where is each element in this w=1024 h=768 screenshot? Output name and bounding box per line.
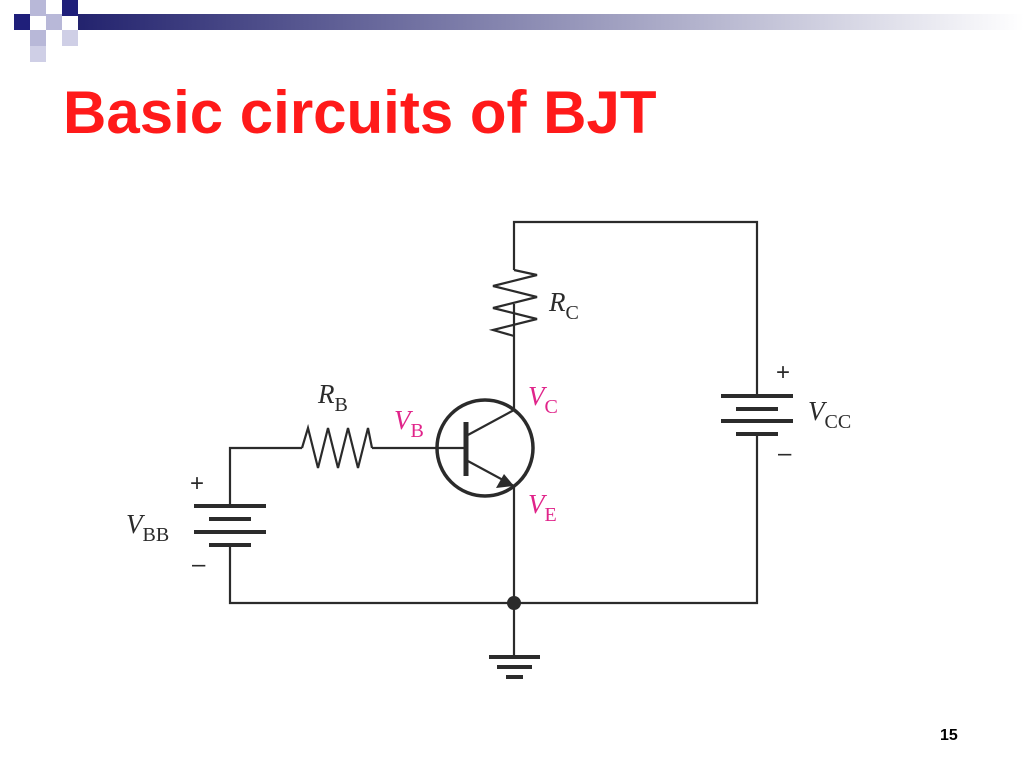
banner-gradient-bar (78, 14, 1024, 30)
junction-node (507, 596, 521, 610)
battery-vbb (194, 504, 266, 547)
vcc-plus-sign: + (776, 359, 790, 386)
label-vb-sub: B (411, 420, 424, 442)
banner-square-light (30, 30, 46, 46)
label-vc: VC (528, 381, 558, 418)
label-rb-sub: B (335, 394, 348, 416)
label-ve-main: V (528, 489, 548, 519)
label-vcc: VCC (808, 396, 851, 433)
banner-square-light (46, 14, 62, 30)
vbb-plus-sign: + (190, 470, 204, 497)
label-rb: RB (317, 379, 348, 416)
banner-square-dark (14, 14, 30, 30)
wire-vcc-bottom (228, 434, 759, 605)
label-rc-main: R (548, 287, 566, 317)
label-ve-sub: E (545, 504, 557, 526)
wire-collector-top (512, 220, 759, 396)
label-vb: VB (394, 405, 424, 442)
label-rc: RC (548, 287, 579, 324)
label-vbb-main: V (126, 509, 146, 539)
label-vbb-sub: BB (143, 524, 170, 546)
header-banner (0, 0, 1024, 62)
label-vbb: VBB (126, 509, 169, 546)
label-vc-sub: C (545, 396, 558, 418)
banner-square-light (30, 0, 46, 16)
ground-symbol (489, 642, 540, 679)
slide-title: Basic circuits of BJT (63, 79, 657, 146)
wire-vbb-top (228, 446, 302, 506)
transistor-npn (435, 398, 535, 498)
banner-square-dark (62, 0, 78, 16)
page-number: 15 (940, 727, 958, 744)
label-rc-sub: C (566, 302, 579, 324)
vcc-minus-sign: – (778, 440, 792, 467)
label-vcc-sub: CC (825, 411, 852, 433)
resistor-rb (300, 423, 374, 469)
label-vc-main: V (528, 381, 548, 411)
label-ve: VE (528, 489, 557, 526)
battery-vcc (721, 394, 793, 436)
banner-square-light (62, 30, 78, 46)
label-vcc-main: V (808, 396, 828, 426)
banner-square-light (30, 46, 46, 62)
label-vb-main: V (394, 405, 414, 435)
vbb-minus-sign: – (192, 551, 206, 578)
label-rb-main: R (317, 379, 335, 409)
resistor-rc (488, 268, 538, 338)
